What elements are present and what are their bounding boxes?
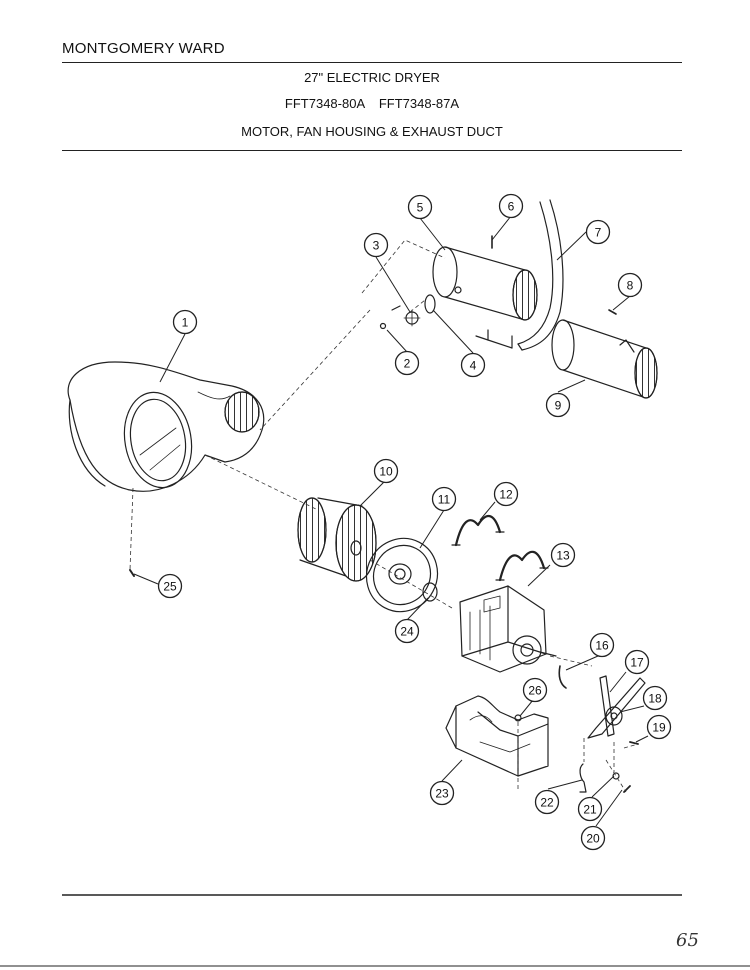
- part-number-label: 4: [470, 359, 477, 373]
- strap-drawing: [517, 199, 564, 351]
- duct-extension-drawing: [551, 319, 658, 399]
- product-title: 27" ELECTRIC DRYER: [304, 70, 440, 85]
- header-rule-top: [62, 62, 682, 63]
- callout-idler-spring: 22: [534, 789, 560, 815]
- callout-gasket: 4: [460, 352, 486, 378]
- part-number-label: 10: [379, 465, 393, 479]
- callout-screw: 2: [394, 350, 420, 376]
- callout-circle: [545, 392, 571, 418]
- callout-circle: [157, 573, 183, 599]
- callout-clip: 16: [589, 632, 615, 658]
- callout-blower-wheel: 10: [373, 458, 399, 484]
- part-number-label: 6: [508, 200, 515, 214]
- part-number-label: 12: [499, 488, 513, 502]
- callout-screw: 20: [580, 825, 606, 851]
- callout-motor-mount: 23: [429, 780, 455, 806]
- callout-motor: 13: [550, 542, 576, 568]
- callout-circle: [363, 232, 389, 258]
- part-number-label: 13: [556, 549, 570, 563]
- callout-idler-arm: 17: [624, 649, 650, 675]
- callout-circle: [580, 825, 606, 851]
- motor-clamp-drawing: [451, 515, 549, 582]
- part-number-label: 25: [163, 580, 177, 594]
- exhaust-duct-drawing: [432, 246, 538, 349]
- part-number-label: 17: [630, 656, 644, 670]
- idler-assembly-drawing: [587, 675, 646, 739]
- part-number-label: 23: [435, 787, 449, 801]
- callout-circle: [429, 780, 455, 806]
- callout-circle: [534, 789, 560, 815]
- callout-circle: [172, 309, 198, 335]
- callout-circle: [646, 714, 672, 740]
- small-hardware-drawing: [379, 235, 617, 330]
- callout-circle: [431, 486, 457, 512]
- callout-circle: [617, 272, 643, 298]
- part-number-label: 21: [583, 803, 597, 817]
- page-number: 65: [676, 930, 699, 951]
- lower-hardware-drawing: [129, 569, 639, 793]
- part-number-label: 9: [555, 399, 562, 413]
- motor-mount-drawing: [445, 695, 549, 777]
- part-number-label: 11: [438, 493, 451, 507]
- callout-circle: [577, 796, 603, 822]
- part-number-label: 5: [417, 201, 424, 215]
- callout-circle: [394, 350, 420, 376]
- part-number-label: 7: [595, 226, 602, 240]
- motor-drawing: [459, 585, 557, 673]
- blower-wheel-drawing: [297, 497, 377, 582]
- callout-circle: [624, 649, 650, 675]
- callout-screw: 19: [646, 714, 672, 740]
- part-number-label: 26: [528, 684, 542, 698]
- callout-circle: [493, 481, 519, 507]
- part-number-label: 18: [648, 692, 662, 706]
- part-number-label: 16: [595, 639, 609, 653]
- callout-circle: [585, 219, 611, 245]
- callout-screw: 6: [498, 193, 524, 219]
- callout-screw: 8: [617, 272, 643, 298]
- callout-circle: [522, 677, 548, 703]
- callout-screw: 26: [522, 677, 548, 703]
- callout-idler-pulley: 18: [642, 685, 668, 711]
- callout-motor-clamp: 12: [493, 481, 519, 507]
- callout-motor-shield: 11: [431, 486, 457, 512]
- callout-screw: 25: [157, 573, 183, 599]
- part-number-label: 24: [400, 625, 414, 639]
- callout-circle: [550, 542, 576, 568]
- callout-circle: [373, 458, 399, 484]
- callout-circle: [407, 194, 433, 220]
- part-number-label: 8: [627, 279, 634, 293]
- part-number-label: 1: [182, 316, 189, 330]
- clip-drawing: [558, 665, 567, 689]
- section-title: MOTOR, FAN HOUSING & EXHAUST DUCT: [241, 124, 503, 139]
- part-number-label: 20: [586, 832, 600, 846]
- callout-nut: 21: [577, 796, 603, 822]
- washer-drawing: [422, 582, 438, 602]
- callout-washer: 24: [394, 618, 420, 644]
- callout-circle: [460, 352, 486, 378]
- callout-exhaust-duct-extension: 9: [545, 392, 571, 418]
- header-rule-bottom: [62, 150, 682, 151]
- callout-circle: [589, 632, 615, 658]
- part-number-label: 19: [652, 721, 666, 735]
- callout-circle: [498, 193, 524, 219]
- model-numbers: FFT7348-80A FFT7348-87A: [284, 96, 460, 111]
- part-number-label: 22: [540, 796, 554, 810]
- callout-exhaust-duct: 5: [407, 194, 433, 220]
- fan-housing-drawing: [67, 361, 265, 492]
- callout-thermostat: 3: [363, 232, 389, 258]
- callout-circle: [642, 685, 668, 711]
- callout-fan-housing: 1: [172, 309, 198, 335]
- callout-strap: 7: [585, 219, 611, 245]
- brand-name: MONTGOMERY WARD: [62, 40, 225, 57]
- part-number-label: 3: [373, 239, 380, 253]
- callout-circle: [394, 618, 420, 644]
- part-number-label: 2: [404, 357, 411, 371]
- motor-shield-drawing: [365, 537, 439, 613]
